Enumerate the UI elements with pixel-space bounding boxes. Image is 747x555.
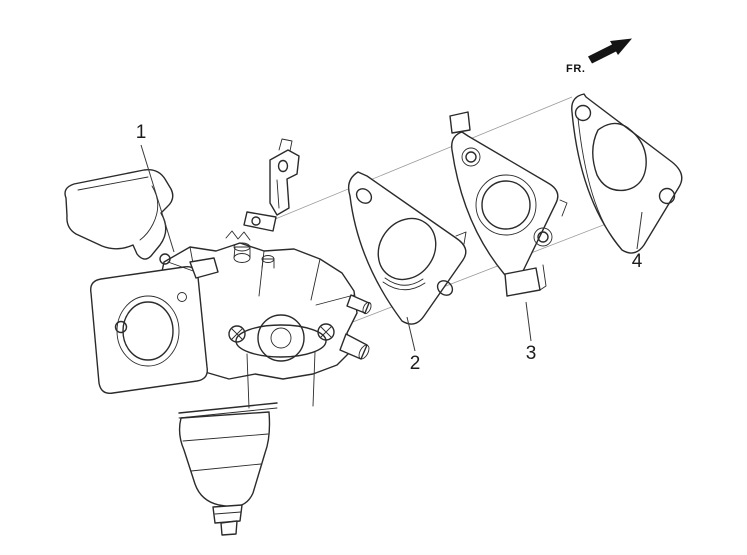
insulator-3-bolt-boss-top [461, 147, 481, 167]
leader-4 [636, 211, 643, 250]
carb-bowl-band-1 [182, 433, 269, 442]
carb-vent-end [362, 301, 372, 315]
part-label-1: 1 [136, 122, 147, 143]
carb-bowl-flange-top [178, 402, 278, 414]
insulator-3-bolt-hole-bottom [537, 231, 549, 243]
fr-direction-indicator: FR. [566, 38, 632, 75]
insulator-3-center-hole [481, 180, 531, 230]
gasket-2-bolt-hole-top [355, 188, 373, 204]
gasket-2-bolt-hole-bottom [436, 280, 454, 296]
insulator-3-top-tab [449, 111, 471, 134]
carb-choke-lever [64, 169, 174, 260]
insulator-3-bolt-boss-bottom [533, 227, 553, 247]
carb-mount-flange [90, 266, 208, 394]
carb-arm-screw [251, 216, 261, 226]
carb-spring [225, 230, 251, 241]
part-3-insulator-drawing [449, 111, 568, 297]
insulator-3-center-boss [475, 174, 537, 236]
carb-flange-pin [177, 292, 187, 302]
part-label-3: 3 [526, 343, 537, 364]
carb-chamber-ring [235, 324, 327, 358]
carb-choke-lever-edge [77, 176, 149, 191]
carb-bracket-fold [276, 179, 280, 209]
insulator-3-facet [455, 231, 467, 245]
carb-bracket-clip [278, 138, 293, 152]
part-4-gasket-drawing [571, 93, 683, 254]
carb-drain-bolt [220, 520, 238, 536]
leader-1 [140, 144, 175, 253]
gasket-4-bolt-hole-top [574, 104, 592, 122]
part-label-2: 2 [410, 353, 421, 374]
gasket-2-outline [347, 171, 467, 325]
leader-2 [406, 316, 416, 352]
carb-bowl-screws [228, 323, 335, 343]
carb-chamber-outer [257, 314, 305, 362]
fr-label: FR. [566, 63, 586, 75]
carb-bowl-nut [212, 504, 243, 524]
part-1-carburetor-drawing [64, 138, 372, 536]
insulator-3-bolt-hole-top [465, 151, 477, 163]
carb-bracket-hole [277, 159, 289, 173]
gasket-4-center-hole [592, 122, 647, 192]
carb-flange-bolt-hole [114, 320, 128, 334]
carb-link-rod [167, 261, 197, 273]
part-label-4: 4 [632, 251, 643, 272]
carb-bowl-nut-line [214, 511, 242, 515]
fr-arrow-icon [588, 38, 632, 64]
gasket-4-bolt-hole-bottom [658, 187, 676, 205]
insulator-3-outline [451, 131, 559, 278]
carb-outlet-end [358, 344, 370, 360]
carb-venturi-bore [122, 301, 174, 361]
gasket-2-crescent-inner [382, 281, 426, 291]
callout-leaders [140, 144, 643, 352]
carb-tower-right [312, 351, 316, 407]
insulator-3-right-depth [559, 199, 568, 217]
carb-tower-left [246, 353, 250, 409]
part-2-gasket-drawing [347, 171, 467, 325]
gasket-2-center-hole [377, 217, 437, 281]
carb-chamber-inner [270, 327, 292, 349]
carb-link-plate [189, 257, 219, 279]
carb-lever-pivot [159, 253, 171, 265]
carb-top-bracket [269, 149, 300, 216]
gasket-4-left-edge [577, 117, 623, 251]
carb-fuel-inlets [233, 242, 275, 269]
leader-3 [525, 301, 532, 342]
carb-float-bowl [178, 411, 271, 508]
gasket-2-crescent [384, 277, 424, 286]
insulator-3-leg-depth [539, 264, 547, 291]
carb-bowl-band-2 [190, 463, 262, 472]
